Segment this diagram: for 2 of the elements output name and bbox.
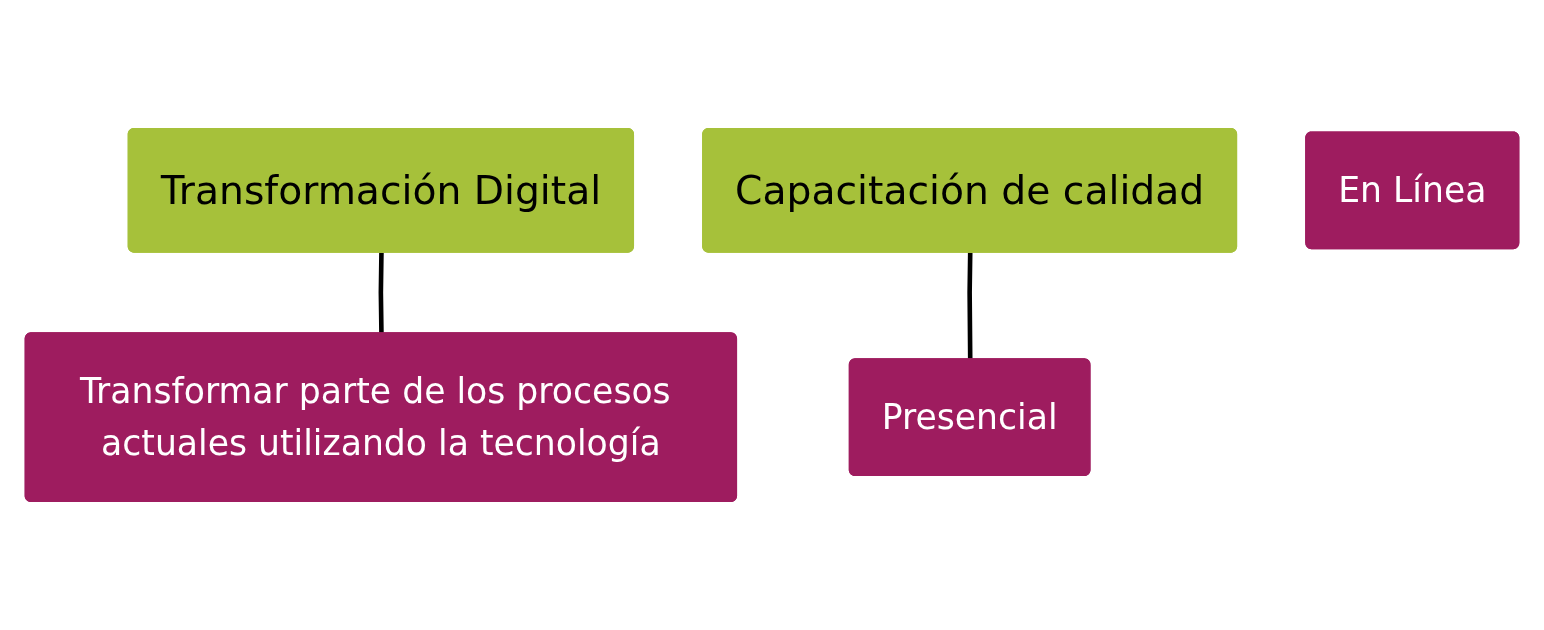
connector	[967, 252, 973, 360]
connector	[378, 252, 384, 334]
